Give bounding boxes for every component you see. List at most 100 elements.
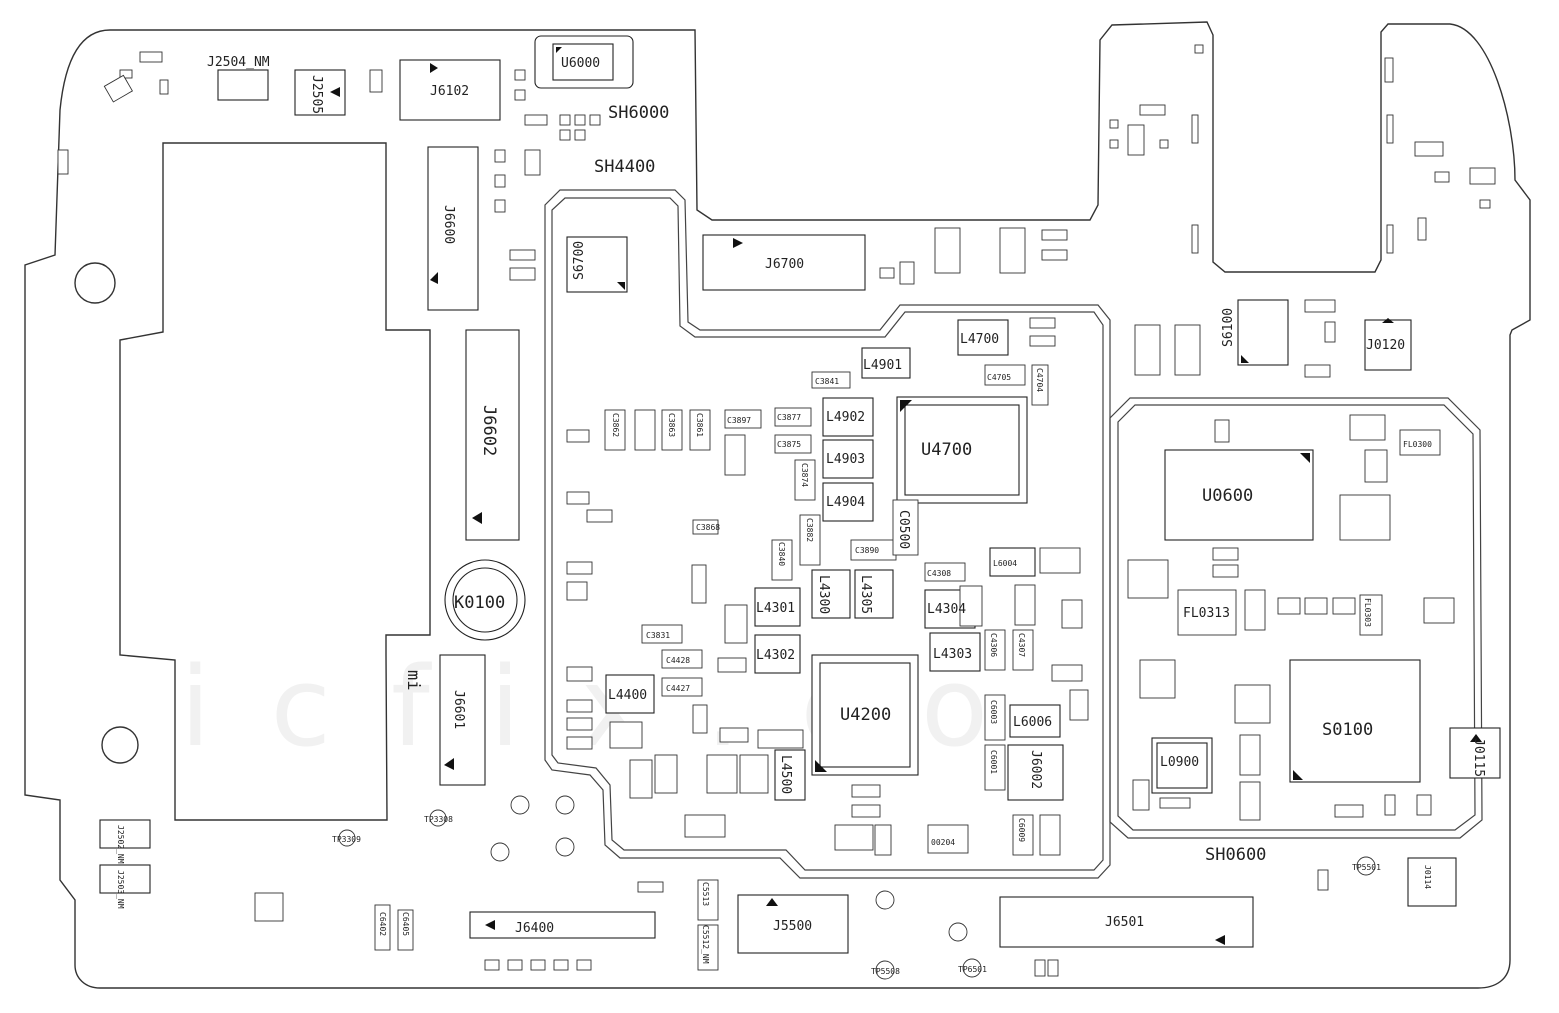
battery-area-outline [119, 142, 431, 821]
label-l4304: L4304 [927, 602, 966, 617]
mount-hole-left [74, 262, 116, 304]
label-j6102: J6102 [430, 84, 469, 99]
inductor-l6004 [989, 547, 1036, 577]
label-j5500: J5500 [773, 919, 812, 934]
testpoint-tp6501 [962, 958, 982, 978]
label-fl0303: FL0303 [1363, 598, 1372, 627]
inductor-l4400 [605, 674, 655, 714]
ic-u0600 [1164, 449, 1314, 541]
label-s0100: S0100 [1322, 720, 1373, 740]
label-j2505: J2505 [309, 75, 324, 114]
label-u4700: U4700 [921, 440, 972, 460]
label-s6700: S6700 [572, 241, 587, 280]
label-fl0300: FL0300 [1403, 440, 1432, 449]
inductor-l4305 [854, 569, 894, 619]
ic-u4700-body [904, 404, 1020, 496]
label-c4704: C4704 [1035, 368, 1044, 392]
label-sh4400: SH4400 [594, 157, 655, 177]
label-tp5508: TP5508 [871, 967, 900, 976]
ic-u4200-body [819, 662, 911, 768]
testpoint-5550 [875, 890, 895, 910]
inductor-l4300 [811, 569, 851, 619]
label-l4303: L4303 [933, 647, 972, 662]
label-c4308: C4308 [927, 569, 951, 578]
label-c3861: C3861 [695, 413, 704, 437]
label-l4300: L4300 [816, 575, 831, 614]
testpoint-tp3309 [338, 829, 356, 847]
label-l4901: L4901 [863, 358, 902, 373]
testpoint-5551b [948, 922, 968, 942]
label-c3875: C3875 [777, 440, 801, 449]
label-c3841: C3841 [815, 377, 839, 386]
label-c5513: C5513 [701, 882, 710, 906]
shield-sh4400 [544, 189, 1111, 879]
label-l4301: L4301 [756, 601, 795, 616]
label-c6001: C6001 [989, 750, 998, 774]
label-j0120: J0120 [1366, 338, 1405, 353]
label-k0100: K0100 [454, 593, 505, 613]
pad-cluster-top-center [57, 51, 601, 281]
pad-cluster-bottom [254, 794, 1432, 977]
label-c6003: C6003 [989, 700, 998, 724]
pad-cluster-sh0600 [1127, 414, 1455, 821]
label-tp3309: TP3309 [332, 835, 361, 844]
label-j2502: J2502_NM [116, 825, 125, 864]
label-c4428: C4428 [666, 656, 690, 665]
label-j2503: J2503_NM [116, 870, 125, 909]
inductor-l4904 [822, 482, 874, 522]
pad-cluster-rf-top-right [1109, 44, 1496, 254]
inductor-l4700 [957, 319, 1009, 356]
connector-j6002 [1007, 744, 1064, 801]
connector-j6501 [999, 896, 1254, 948]
shield-sh0600-inner [1117, 404, 1476, 831]
connector-j6700 [702, 234, 866, 291]
label-j0115: J0115 [1471, 738, 1486, 777]
label-c3862: C3862 [611, 413, 620, 437]
label-c3897: C3897 [727, 416, 751, 425]
label-l6004: L6004 [993, 559, 1017, 568]
inductor-l4301 [754, 587, 801, 627]
label-c5512: C5512_NM [701, 925, 710, 964]
label-tp6501: TP6501 [958, 965, 987, 974]
label-j0114: J0114 [1423, 865, 1432, 889]
label-sh6000: SH6000 [608, 103, 669, 123]
label-c3874: C3874 [800, 463, 809, 487]
pad-cluster-sh4400-right [834, 547, 1089, 856]
testpoint-tp3308 [429, 809, 447, 827]
mi-logo: mi [403, 670, 423, 690]
label-u0600: U0600 [1202, 486, 1253, 506]
ic-s6100 [1237, 299, 1289, 366]
label-sh0600: SH0600 [1205, 845, 1266, 865]
pad-cluster-middle [811, 227, 1336, 406]
board-outline [24, 21, 1531, 989]
label-u4200: U4200 [840, 705, 891, 725]
label-c3890: C3890 [855, 546, 879, 555]
label-s6100: S6100 [1221, 308, 1236, 347]
connector-j6400 [469, 911, 656, 939]
connector-j5500 [737, 894, 849, 954]
label-c3840: C3840 [777, 542, 786, 566]
label-c4306: C4306 [989, 633, 998, 657]
label-l6006: L6006 [1013, 715, 1052, 730]
label-tp3308: TP3308 [424, 815, 453, 824]
vibrator-k0100-inner [452, 567, 518, 633]
connector-j0114 [1407, 857, 1457, 907]
shield-sh4400-inner [551, 197, 1104, 871]
label-c4307: C4307 [1017, 633, 1026, 657]
label-fl0313: FL0313 [1183, 606, 1230, 621]
inductor-l4302 [754, 634, 801, 674]
label-c3877: C3877 [777, 413, 801, 422]
labels: J2504_NM J2505 J6102 U6000 SH6000 SH4400… [116, 55, 1486, 976]
testpoint-5553 [555, 795, 575, 815]
connector-j6102 [399, 59, 501, 121]
label-c0320: 00204 [931, 838, 955, 847]
label-j6602: J6602 [479, 405, 499, 456]
label-u6000: U6000 [561, 56, 600, 71]
inductor-l6006 [1009, 704, 1061, 738]
ic-u6000-body [552, 43, 614, 81]
inductor-l4303 [929, 632, 981, 672]
testpoint-5551 [510, 795, 530, 815]
label-j2504: J2504_NM [207, 55, 270, 70]
